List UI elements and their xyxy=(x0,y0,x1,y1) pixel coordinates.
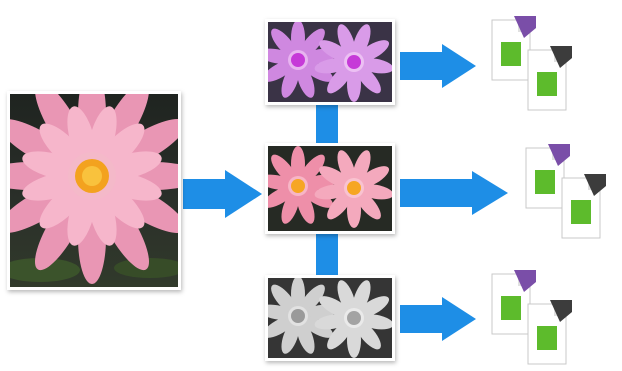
arrow-right-icon xyxy=(183,170,262,218)
image-file-icon xyxy=(528,46,572,110)
variant-original-lily-photo xyxy=(257,143,395,234)
variant-grayscale-lily-photo xyxy=(257,275,395,361)
vertical-connector-top xyxy=(316,100,338,150)
image-file-icon xyxy=(528,300,572,364)
source-lily-photo xyxy=(0,68,200,290)
variant-purple-lily-photo xyxy=(257,19,395,105)
arrow-right-icon xyxy=(400,171,508,215)
vertical-connector-bottom xyxy=(316,229,338,281)
image-file-icon xyxy=(562,174,606,238)
image-file-icons xyxy=(492,270,572,364)
arrow-right-icon xyxy=(400,44,476,88)
image-file-icons xyxy=(526,144,606,238)
arrow-right-icon xyxy=(400,297,476,341)
image-file-icons xyxy=(492,16,572,110)
